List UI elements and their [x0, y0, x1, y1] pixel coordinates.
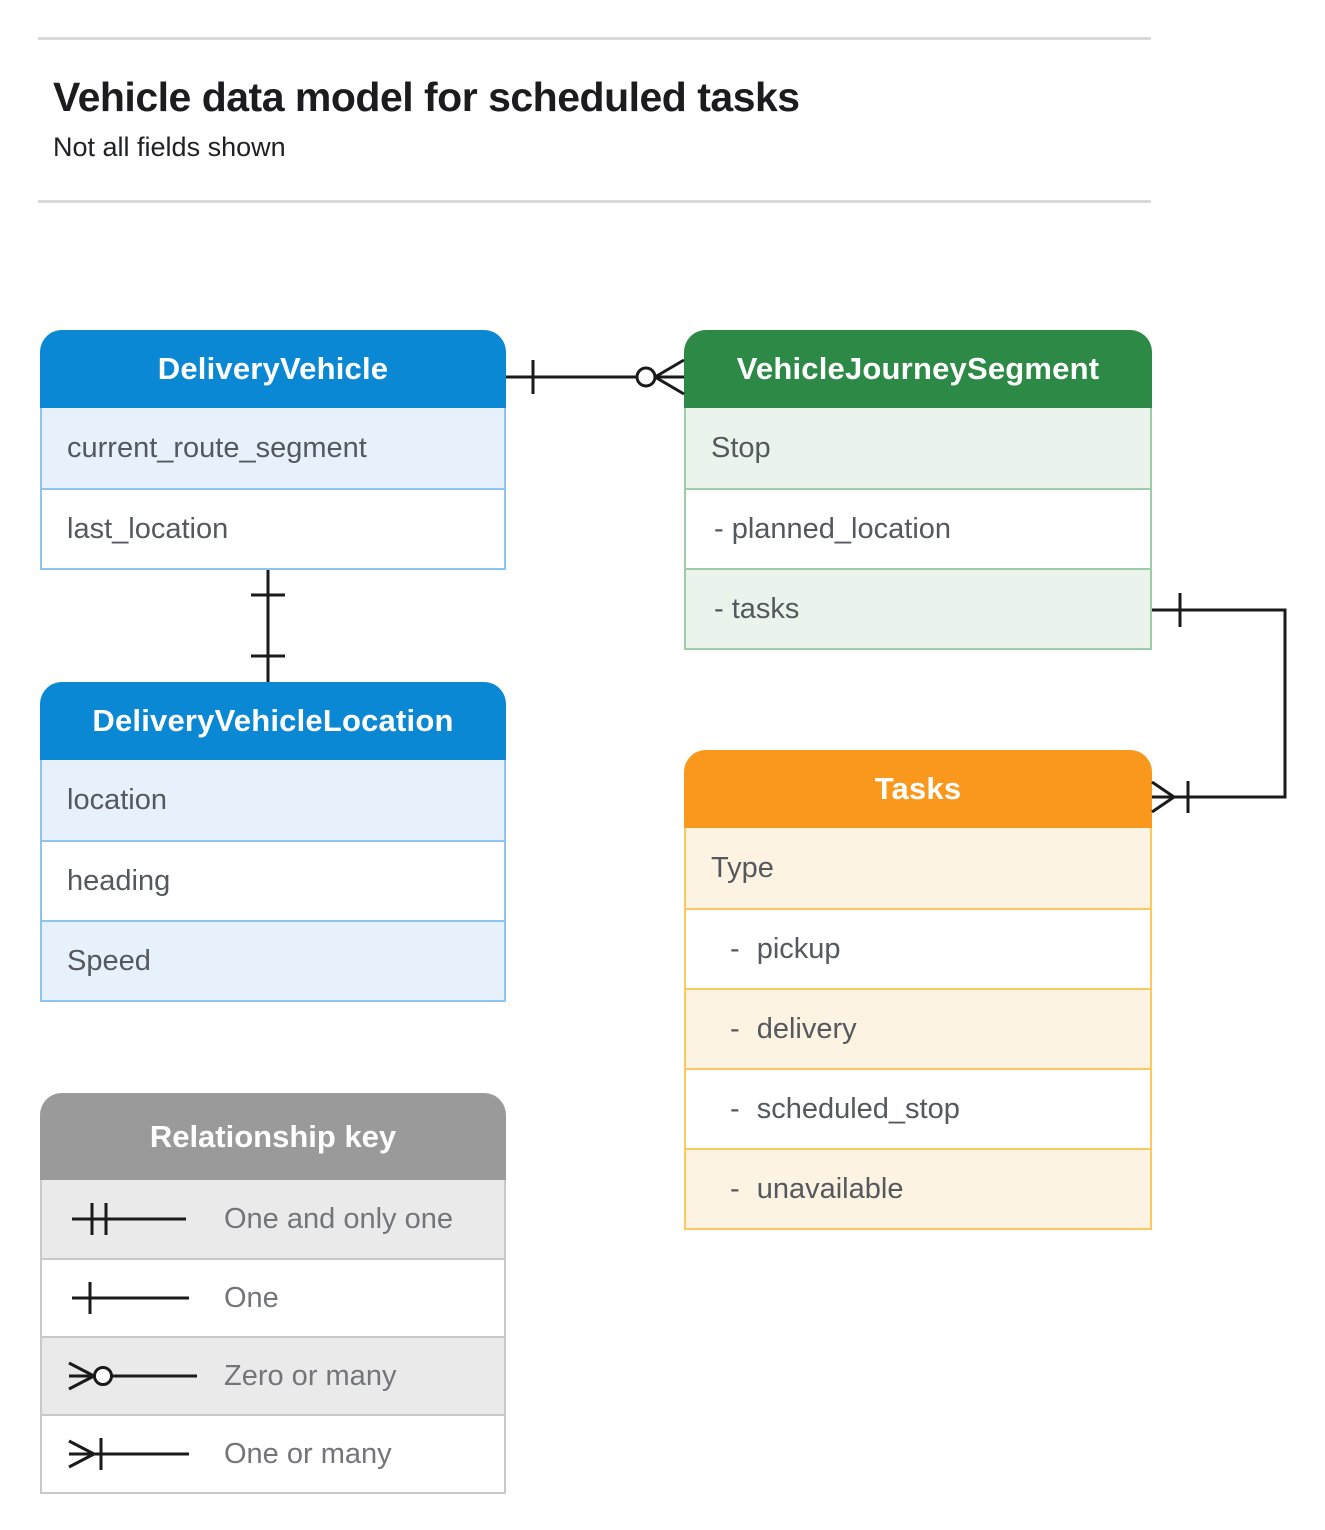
connector-deliveryvehicle-to-vehiclejourneysegment [506, 358, 685, 396]
entity-vehicle-journey-segment: VehicleJourneySegment Stop - planned_loc… [684, 330, 1152, 650]
top-divider [38, 37, 1151, 40]
field-heading: heading [42, 840, 504, 920]
key-row-one: One [42, 1258, 504, 1336]
entity-delivery-vehicle: DeliveryVehicle current_route_segment la… [40, 330, 506, 570]
entity-tasks-fields: Type - pickup - delivery - scheduled_sto… [684, 828, 1152, 1230]
field-planned-location: - planned_location [686, 488, 1150, 568]
field-unavailable: - unavailable [686, 1148, 1150, 1228]
entity-vehicle-journey-segment-fields: Stop - planned_location - tasks [684, 408, 1152, 650]
field-type: Type [686, 828, 1150, 908]
field-last-location: last_location [42, 488, 504, 568]
connector-deliveryvehicle-to-deliveryvehiclelocation [251, 570, 285, 682]
entity-delivery-vehicle-location-fields: location heading Speed [40, 760, 506, 1002]
field-tasks: - tasks [686, 568, 1150, 648]
field-location: location [42, 760, 504, 840]
key-row-one-and-only-one: One and only one [42, 1180, 504, 1258]
one-and-only-one-icon [72, 1203, 186, 1235]
zero-or-many-icon [68, 1361, 197, 1391]
entity-delivery-vehicle-location-title: DeliveryVehicleLocation [40, 682, 506, 760]
header-divider [38, 200, 1151, 203]
field-delivery: - delivery [686, 988, 1150, 1068]
entity-vehicle-journey-segment-title: VehicleJourneySegment [684, 330, 1152, 408]
key-row-one-or-many: One or many [42, 1414, 504, 1492]
entity-delivery-vehicle-fields: current_route_segment last_location [40, 408, 506, 570]
page-subtitle: Not all fields shown [53, 132, 286, 162]
entity-delivery-vehicle-title: DeliveryVehicle [40, 330, 506, 408]
connector-tasks-field-to-tasks [1151, 593, 1287, 814]
field-scheduled-stop: - scheduled_stop [686, 1068, 1150, 1148]
relationship-key: Relationship key One and only one One [40, 1093, 506, 1494]
relationship-key-rows: One and only one One Zero or many [40, 1180, 506, 1494]
field-speed: Speed [42, 920, 504, 1000]
field-current-route-segment: current_route_segment [42, 408, 504, 488]
page-title: Vehicle data model for scheduled tasks [53, 74, 800, 120]
key-label: Zero or many [224, 1359, 397, 1392]
key-row-zero-or-many: Zero or many [42, 1336, 504, 1414]
entity-delivery-vehicle-location: DeliveryVehicleLocation location heading… [40, 682, 506, 1002]
field-stop: Stop [686, 408, 1150, 488]
key-label: One [224, 1281, 279, 1314]
relationship-key-title: Relationship key [40, 1093, 506, 1180]
key-label: One or many [224, 1437, 392, 1470]
field-pickup: - pickup [686, 908, 1150, 988]
one-or-many-icon [68, 1438, 189, 1470]
entity-tasks: Tasks Type - pickup - delivery - schedul… [684, 750, 1152, 1230]
entity-tasks-title: Tasks [684, 750, 1152, 828]
one-icon [72, 1282, 189, 1314]
key-label: One and only one [224, 1202, 453, 1235]
